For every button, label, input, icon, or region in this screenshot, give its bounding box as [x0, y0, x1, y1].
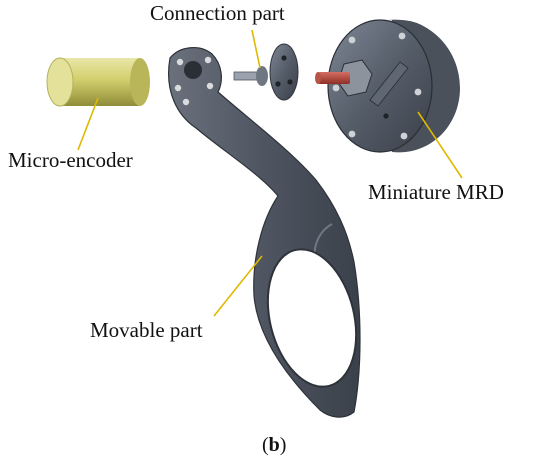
figure-caption: (b) [262, 434, 286, 457]
movable-part-label: Movable part [90, 318, 203, 342]
micro-encoder-label: Micro-encoder [8, 148, 133, 172]
caption-letter: b [268, 434, 280, 456]
micro-encoder [46, 57, 150, 107]
movable-part [168, 47, 361, 418]
leader-line-connection [251, 29, 261, 69]
leader-line-movable [213, 255, 263, 317]
connection-part-label: Connection part [150, 1, 285, 25]
leader-line-mrd [417, 111, 463, 179]
caption-open: ( [262, 434, 269, 456]
caption-close: ) [279, 434, 287, 456]
miniature-mrd [315, 19, 460, 153]
miniature-mrd-label: Miniature MRD [368, 180, 504, 204]
leader-lines [77, 29, 463, 317]
connection-part [233, 43, 299, 101]
leader-line-encoder [77, 97, 99, 151]
